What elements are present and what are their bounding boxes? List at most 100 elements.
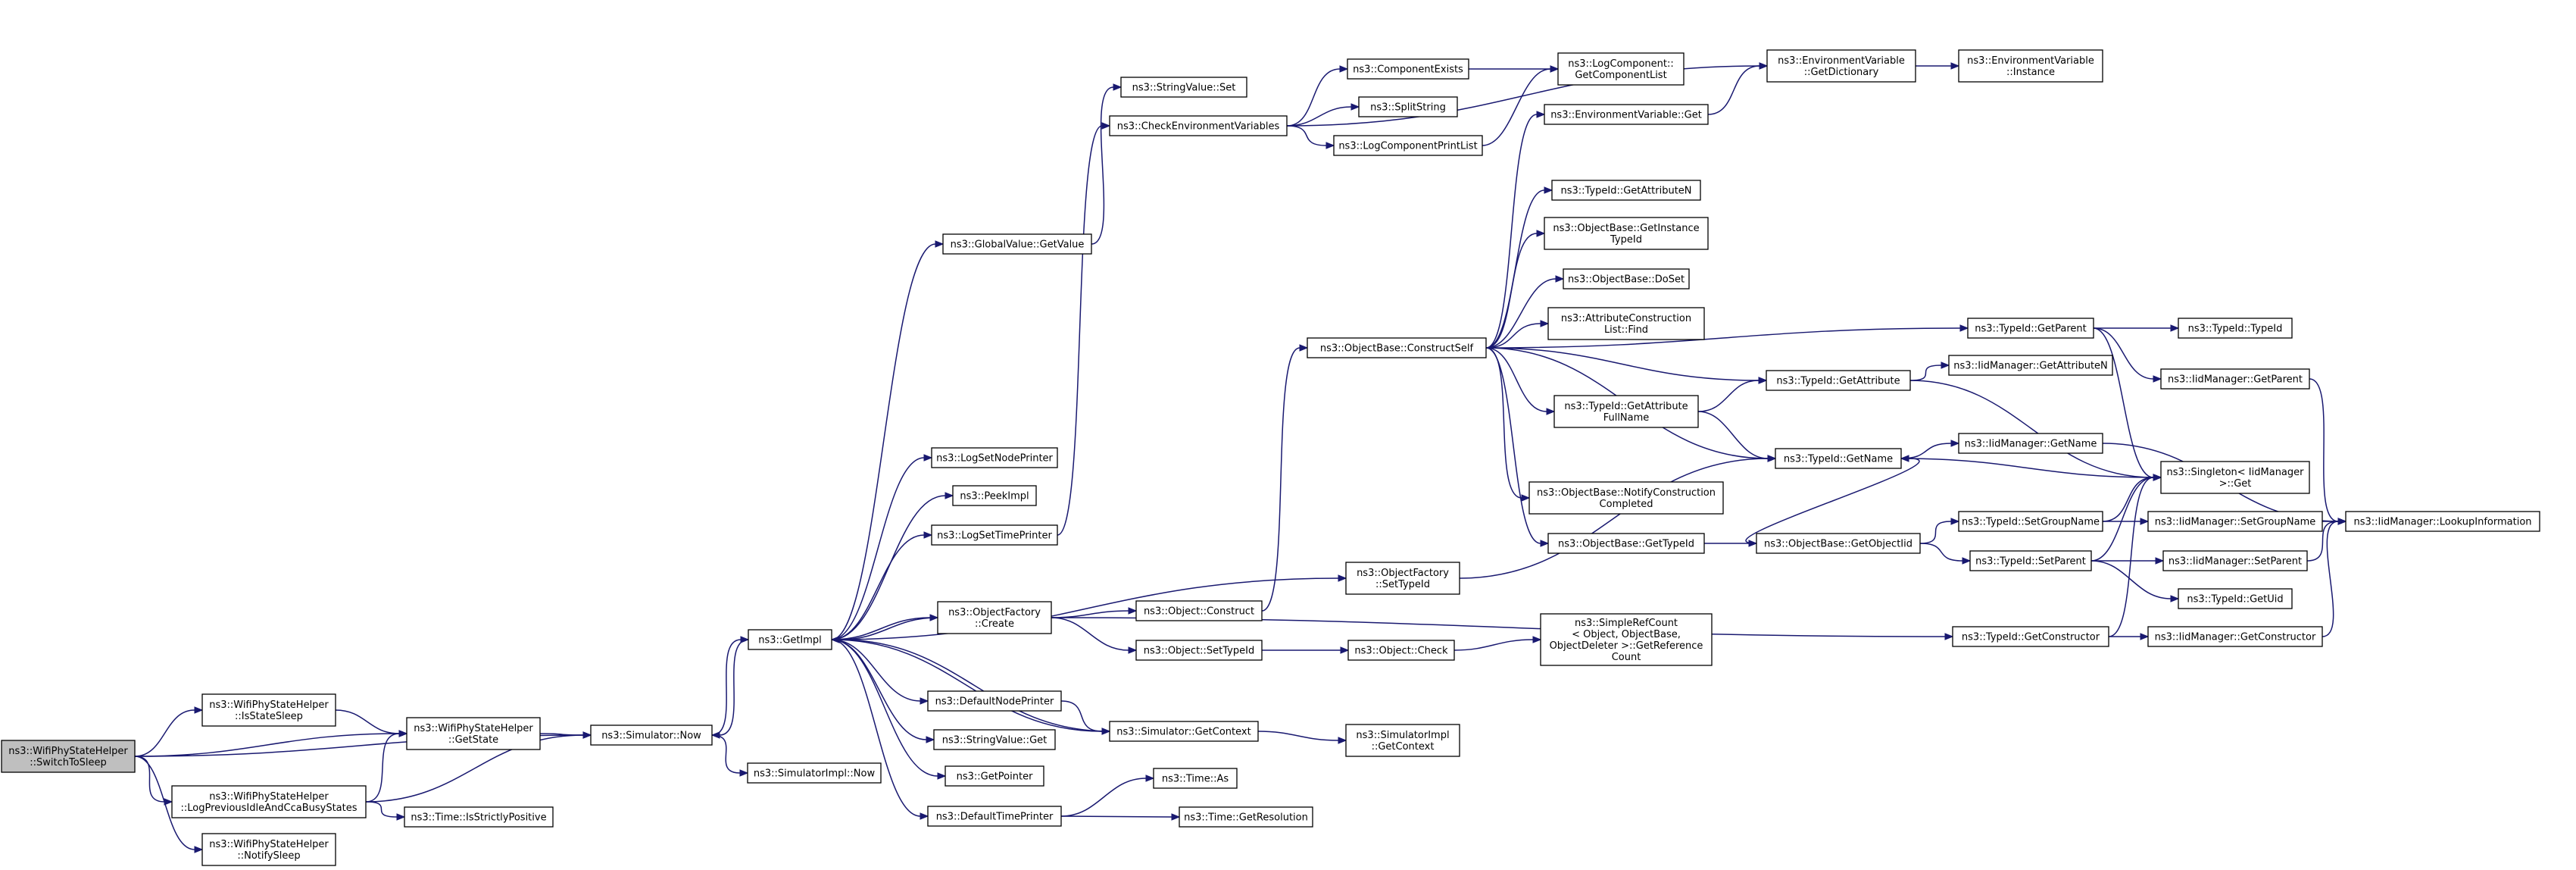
node-check-env[interactable]: ns3::CheckEnvironmentVariables — [1109, 115, 1288, 136]
node-label: ns3::TypeId::GetName — [1784, 454, 1893, 465]
edge-def-time-printer-to-time-get-res — [1060, 813, 1181, 821]
node-of-set-type-id[interactable]: ns3::ObjectFactory::SetTypeId — [1345, 562, 1460, 595]
node-sim-get-context[interactable]: ns3::Simulator::GetContext — [1109, 721, 1259, 742]
node-label: ::SwitchToSleep — [30, 757, 107, 768]
node-time-as[interactable]: ns3::Time::As — [1153, 768, 1238, 789]
node-tid-get-constructor[interactable]: ns3::TypeId::GetConstructor — [1952, 626, 2109, 647]
edge-construct-self-to-ob-do-set — [1485, 275, 1565, 349]
node-tid-set-parent[interactable]: ns3::TypeId::SetParent — [1969, 550, 2092, 571]
node-obj-check[interactable]: ns3::Object::Check — [1347, 640, 1455, 661]
node-env-get-dict[interactable]: ns3::EnvironmentVariable::GetDictionary — [1766, 49, 1916, 83]
node-of-create[interactable]: ns3::ObjectFactory::Create — [937, 601, 1052, 634]
node-iid-get-parent[interactable]: ns3::IidManager::GetParent — [2160, 368, 2310, 390]
node-label: ns3::ComponentExists — [1353, 64, 1463, 76]
node-box — [2345, 511, 2540, 532]
node-singleton-get[interactable]: ns3::Singleton< IidManager>::Get — [2160, 461, 2310, 494]
node-iid-set-parent[interactable]: ns3::IidManager::SetParent — [2162, 550, 2308, 571]
edge-construct-self-to-tid-get-attr — [1485, 347, 1768, 384]
edge-tid-get-attr-full-to-tid-get-name — [1697, 411, 1777, 462]
node-split-string[interactable]: ns3::SplitString — [1358, 96, 1458, 117]
node-tid-get-name[interactable]: ns3::TypeId::GetName — [1775, 448, 1902, 469]
arrow-head-icon — [1532, 636, 1542, 643]
node-iid-set-group-name[interactable]: ns3::IidManager::SetGroupName — [2147, 511, 2323, 532]
edge-gv-get-value-to-sv-set — [1091, 83, 1123, 245]
node-ob-notify[interactable]: ns3::ObjectBase::NotifyConstructionCompl… — [1528, 481, 1724, 515]
node-label: TypeId — [1610, 234, 1642, 246]
node-box — [1307, 337, 1487, 358]
node-is-state-sleep[interactable]: ns3::WifiPhyStateHelper::IsStateSleep — [201, 693, 336, 727]
node-time-get-res[interactable]: ns3::Time::GetResolution — [1179, 806, 1313, 828]
node-env-get[interactable]: ns3::EnvironmentVariable::Get — [1544, 104, 1709, 125]
node-box — [1345, 562, 1460, 595]
node-label: ns3::TypeId::GetAttributeN — [1560, 186, 1691, 197]
edge-tid-set-parent-to-iid-set-parent — [2090, 557, 2165, 565]
edge-get-impl-to-of-set-type-id — [831, 574, 1347, 640]
node-box — [1153, 768, 1238, 789]
node-label: ns3::TypeId::GetParent — [1975, 324, 2087, 335]
node-peek-impl[interactable]: ns3::PeekImpl — [952, 485, 1037, 506]
node-log-time-printer[interactable]: ns3::LogSetTimePrinter — [931, 524, 1058, 546]
node-log-comp-print[interactable]: ns3::LogComponentPrintList — [1333, 135, 1483, 156]
node-sim-now[interactable]: ns3::Simulator::Now — [590, 724, 713, 746]
node-box — [927, 690, 1062, 712]
node-label: ns3::ObjectFactory — [948, 607, 1041, 618]
node-def-time-printer[interactable]: ns3::DefaultTimePrinter — [927, 806, 1062, 827]
node-tid-get-attr-n[interactable]: ns3::TypeId::GetAttributeN — [1551, 180, 1701, 201]
edge-tid-set-group-name-to-iid-set-group-name — [2102, 518, 2150, 525]
node-env-instance[interactable]: ns3::EnvironmentVariable::Instance — [1958, 49, 2103, 83]
node-log-node-printer[interactable]: ns3::LogSetNodePrinter — [931, 447, 1058, 468]
node-sv-get[interactable]: ns3::StringValue::Get — [933, 729, 1056, 750]
node-iid-get-name[interactable]: ns3::IidManager::GetName — [1958, 433, 2103, 454]
node-iid-get-constructor[interactable]: ns3::IidManager::GetConstructor — [2147, 626, 2323, 647]
node-label: ns3::DefaultTimePrinter — [936, 812, 1054, 823]
node-root[interactable]: ns3::WifiPhyStateHelper::SwitchToSleep — [1, 740, 136, 773]
node-log-prev[interactable]: ns3::WifiPhyStateHelper::LogPreviousIdle… — [171, 785, 367, 818]
node-ob-get-object-iid[interactable]: ns3::ObjectBase::GetObjectIid — [1756, 533, 1921, 554]
node-sim-impl-now[interactable]: ns3::SimulatorImpl::Now — [747, 762, 882, 784]
node-construct-self[interactable]: ns3::ObjectBase::ConstructSelf — [1307, 337, 1487, 358]
node-label: ns3::LogComponent:: — [1568, 58, 1674, 70]
node-get-state[interactable]: ns3::WifiPhyStateHelper::GetState — [406, 717, 541, 750]
node-tid-type-id[interactable]: ns3::TypeId::TypeId — [2178, 318, 2293, 339]
edge-log-time-printer-to-check-env — [1057, 122, 1111, 536]
node-tid-set-group-name[interactable]: ns3::TypeId::SetGroupName — [1958, 511, 2103, 532]
node-comp-exists[interactable]: ns3::ComponentExists — [1347, 58, 1469, 80]
node-tid-get-parent[interactable]: ns3::TypeId::GetParent — [1967, 318, 2094, 339]
node-ob-get-type-id[interactable]: ns3::ObjectBase::GetTypeId — [1547, 533, 1705, 554]
arrow-head-icon — [1536, 230, 1546, 237]
arrow-head-icon — [1299, 344, 1309, 352]
node-is-strictly-positive[interactable]: ns3::Time::IsStrictlyPositive — [404, 806, 554, 828]
node-get-pointer[interactable]: ns3::GetPointer — [945, 765, 1044, 787]
node-box — [1120, 77, 1247, 98]
node-obj-construct[interactable]: ns3::Object::Construct — [1135, 600, 1263, 621]
arrow-head-icon — [194, 846, 204, 853]
node-gv-get-value[interactable]: ns3::GlobalValue::GetValue — [942, 233, 1092, 255]
node-label: ns3::Object::Check — [1354, 646, 1448, 657]
node-def-node-printer[interactable]: ns3::DefaultNodePrinter — [927, 690, 1062, 712]
node-label: < Object, ObjectBase, — [1572, 629, 1681, 640]
node-iid-get-attr-n[interactable]: ns3::IidManager::GetAttributeN — [1948, 355, 2113, 376]
node-iid-lookup[interactable]: ns3::IidManager::LookupInformation — [2345, 511, 2540, 532]
node-get-impl[interactable]: ns3::GetImpl — [748, 629, 832, 650]
edge-env-get-dict-to-env-instance — [1916, 62, 1960, 70]
node-sv-set[interactable]: ns3::StringValue::Set — [1120, 77, 1247, 98]
node-notify-sleep[interactable]: ns3::WifiPhyStateHelper::NotifySleep — [201, 833, 336, 866]
edge-construct-self-to-ob-notify — [1485, 347, 1531, 502]
edge-log-prev-to-sim-now — [365, 731, 592, 803]
node-obj-set-type-id[interactable]: ns3::Object::SetTypeId — [1135, 640, 1263, 661]
node-label: List::Find — [1604, 324, 1648, 336]
arrow-head-icon — [926, 736, 935, 743]
edge-iid-get-constructor-to-iid-lookup — [2322, 518, 2347, 637]
node-sim-impl-get-context[interactable]: ns3::SimulatorImpl::GetContext — [1345, 724, 1460, 757]
node-tid-get-uid[interactable]: ns3::TypeId::GetUid — [2178, 588, 2293, 609]
node-tid-get-attr[interactable]: ns3::TypeId::GetAttribute — [1766, 370, 1911, 391]
arrow-head-icon — [1325, 142, 1335, 149]
node-get-comp-list[interactable]: ns3::LogComponent::GetComponentList — [1557, 52, 1685, 86]
arrow-head-icon — [920, 697, 929, 705]
node-src-get-ref[interactable]: ns3::SimpleRefCount< Object, ObjectBase,… — [1540, 613, 1713, 666]
node-ob-do-set[interactable]: ns3::ObjectBase::DoSet — [1563, 268, 1690, 289]
